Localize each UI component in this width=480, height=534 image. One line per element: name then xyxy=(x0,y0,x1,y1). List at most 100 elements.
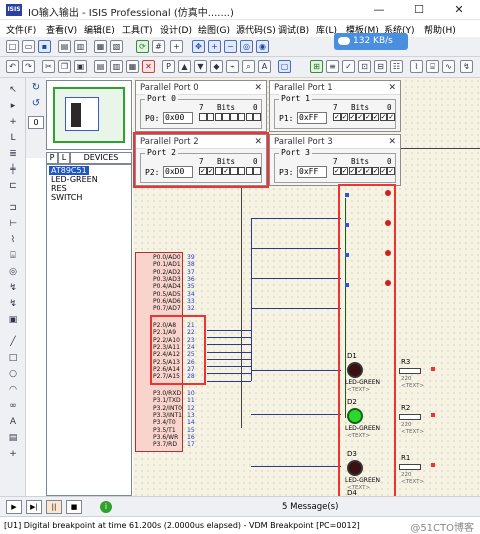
export-icon[interactable]: ▥ xyxy=(74,40,87,53)
decompose-icon[interactable]: ◆ xyxy=(210,60,223,73)
bit-checkbox[interactable]: ✓ xyxy=(356,113,364,121)
origin-icon[interactable]: + xyxy=(170,40,183,53)
bit-checkbox[interactable] xyxy=(230,167,238,175)
bit-checkbox[interactable] xyxy=(237,113,246,121)
menu-edit[interactable]: 编辑(E) xyxy=(84,26,115,36)
close-icon[interactable]: ✕ xyxy=(388,137,396,147)
grid-icon[interactable]: # xyxy=(152,40,165,53)
area-icon[interactable]: ▧ xyxy=(110,40,123,53)
menu-source[interactable]: 源代码(S) xyxy=(236,26,276,36)
print-icon[interactable]: ▦ xyxy=(94,40,107,53)
bit-checkbox[interactable]: ✓ xyxy=(348,113,356,121)
paste-icon[interactable]: ▣ xyxy=(74,60,87,73)
make-device-icon[interactable]: ▲ xyxy=(178,60,191,73)
resistor-r1[interactable] xyxy=(399,464,421,470)
undo-icon[interactable]: ↶ xyxy=(6,60,19,73)
bit-checkbox[interactable] xyxy=(214,113,222,121)
voltage-probe-icon[interactable]: ↯ xyxy=(9,283,17,293)
device-item[interactable]: AT89C51 xyxy=(49,166,89,175)
switch-3[interactable] xyxy=(385,250,391,256)
bit-checkbox[interactable] xyxy=(237,167,246,175)
menu-debug[interactable]: 调试(B) xyxy=(278,26,310,36)
bit-checkbox[interactable]: ✓ xyxy=(340,167,349,175)
package-icon[interactable]: ▼ xyxy=(194,60,207,73)
netlist-icon[interactable]: ⊞ xyxy=(310,60,323,73)
arc-icon[interactable]: ◠ xyxy=(9,385,17,395)
pan-icon[interactable]: ✥ xyxy=(192,40,205,53)
generator-icon[interactable]: ∿ xyxy=(442,60,455,73)
zoom-out-icon[interactable]: − xyxy=(224,40,237,53)
bit-checkbox[interactable]: ✓ xyxy=(206,167,215,175)
menu-system[interactable]: 系统(Y) xyxy=(384,26,415,36)
block-rotate-icon[interactable]: ▦ xyxy=(126,60,139,73)
menu-view[interactable]: 查看(V) xyxy=(46,26,78,36)
tape-recorder-icon[interactable]: ⌸ xyxy=(10,251,16,261)
close-icon[interactable]: ✕ xyxy=(254,83,262,93)
minimize-button[interactable]: — xyxy=(373,3,385,16)
marker-icon[interactable]: + xyxy=(9,449,17,459)
erc-icon[interactable]: ✓ xyxy=(342,60,355,73)
pick-devices-tab[interactable]: P xyxy=(46,152,58,164)
device-pin-icon[interactable]: ⊢ xyxy=(9,219,17,229)
layout-icon[interactable]: ⊟ xyxy=(374,60,387,73)
redo-icon[interactable]: ↷ xyxy=(22,60,35,73)
resistor-r2[interactable] xyxy=(399,414,421,420)
menu-library[interactable]: 库(L) xyxy=(316,26,338,36)
generator-mode-icon[interactable]: ◎ xyxy=(9,267,17,277)
close-icon[interactable]: ✕ xyxy=(254,137,262,147)
save-icon[interactable]: ▪ xyxy=(38,40,51,53)
overview-window[interactable] xyxy=(46,80,132,150)
close-icon[interactable]: ✕ xyxy=(388,83,396,93)
port-value-field[interactable]: 0x00 xyxy=(163,112,193,124)
bit-checkbox[interactable]: ✓ xyxy=(364,113,372,121)
bit-checkbox[interactable]: ✓ xyxy=(387,113,395,121)
open-folder-icon[interactable]: ▭ xyxy=(22,40,35,53)
port-value-field[interactable]: 0xFF xyxy=(297,112,327,124)
bit-checkbox[interactable]: ✓ xyxy=(371,113,380,121)
led-d3[interactable] xyxy=(347,460,363,476)
path-icon[interactable]: ∞ xyxy=(9,401,17,411)
device-item[interactable]: LED-GREEN xyxy=(51,175,98,184)
virtual-instrument-icon[interactable]: ▣ xyxy=(8,315,18,325)
led-d2[interactable] xyxy=(347,408,363,424)
menu-design[interactable]: 设计(D) xyxy=(160,26,192,36)
bit-checkbox[interactable]: ✓ xyxy=(222,167,230,175)
port-value-field[interactable]: 0xFF xyxy=(297,166,327,178)
maximize-button[interactable]: ☐ xyxy=(414,3,424,16)
bit-checkbox[interactable]: ✓ xyxy=(371,167,380,175)
import-icon[interactable]: ▤ xyxy=(58,40,71,53)
led-d1[interactable] xyxy=(347,362,363,378)
subcircuit-icon[interactable]: ⊏ xyxy=(9,181,17,191)
menu-tools[interactable]: 工具(T) xyxy=(122,26,153,36)
line-icon[interactable]: ╱ xyxy=(10,337,16,347)
bit-checkbox[interactable] xyxy=(199,113,207,121)
search-tag-icon[interactable]: ⌕ xyxy=(242,60,255,73)
design-explorer-icon[interactable]: ☷ xyxy=(390,60,403,73)
text-script-icon[interactable]: ≣ xyxy=(9,149,17,159)
bit-checkbox[interactable]: ✓ xyxy=(199,167,207,175)
bit-checkbox[interactable] xyxy=(245,167,253,175)
rotate-cw-icon[interactable]: ↻ xyxy=(31,82,41,93)
bit-checkbox[interactable]: ✓ xyxy=(333,167,341,175)
bit-checkbox[interactable]: ✓ xyxy=(379,167,387,175)
device-item[interactable]: SWITCH xyxy=(51,193,83,202)
menu-help[interactable]: 帮助(H) xyxy=(424,26,456,36)
bit-checkbox[interactable]: ✓ xyxy=(333,113,341,121)
bit-checkbox[interactable]: ✓ xyxy=(379,113,387,121)
bit-checkbox[interactable] xyxy=(245,113,253,121)
switch-2[interactable] xyxy=(385,220,391,226)
bit-checkbox[interactable]: ✓ xyxy=(356,167,364,175)
selection-mode-icon[interactable]: ↖ xyxy=(9,85,17,95)
bit-checkbox[interactable]: ✓ xyxy=(387,167,395,175)
terminal-icon[interactable]: ⊐ xyxy=(9,203,17,213)
pick-device-icon[interactable]: P xyxy=(162,60,175,73)
component-mode-icon[interactable]: ▸ xyxy=(10,101,16,111)
bit-checkbox[interactable] xyxy=(253,167,261,175)
bit-checkbox[interactable]: ✓ xyxy=(364,167,372,175)
zoom-in-icon[interactable]: + xyxy=(208,40,221,53)
cut-icon[interactable]: ✂ xyxy=(42,60,55,73)
